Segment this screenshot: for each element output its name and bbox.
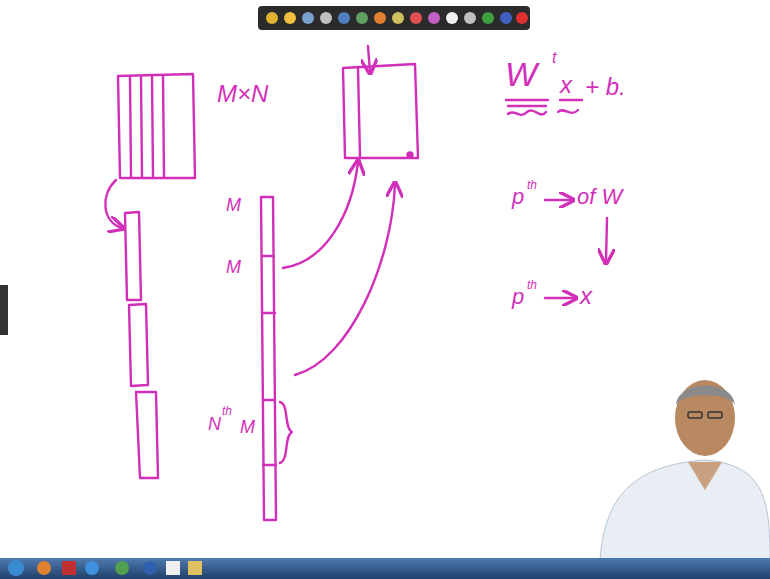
superscript: th <box>527 179 537 191</box>
block-size: M <box>226 196 241 214</box>
magenta-ink <box>105 46 607 520</box>
pen-toolbar <box>258 6 530 30</box>
input-symbol: x <box>580 284 592 308</box>
taskbar <box>0 558 770 579</box>
weight-symbol: W <box>505 57 537 91</box>
block-size: M <box>240 418 255 436</box>
matrix-size: M×N <box>217 82 268 106</box>
row-index: p <box>512 286 524 308</box>
superscript: th <box>527 279 537 291</box>
matrix-name: of W <box>577 186 622 208</box>
row-index: p <box>512 186 524 208</box>
transpose-mark: t <box>552 50 556 66</box>
input-symbol: x <box>560 73 572 97</box>
side-tab <box>0 285 8 335</box>
presenter <box>600 380 770 560</box>
superscript: th <box>222 405 232 417</box>
bias-term: + b. <box>585 75 626 99</box>
block-size: M <box>226 258 241 276</box>
block-index: N <box>208 415 221 433</box>
